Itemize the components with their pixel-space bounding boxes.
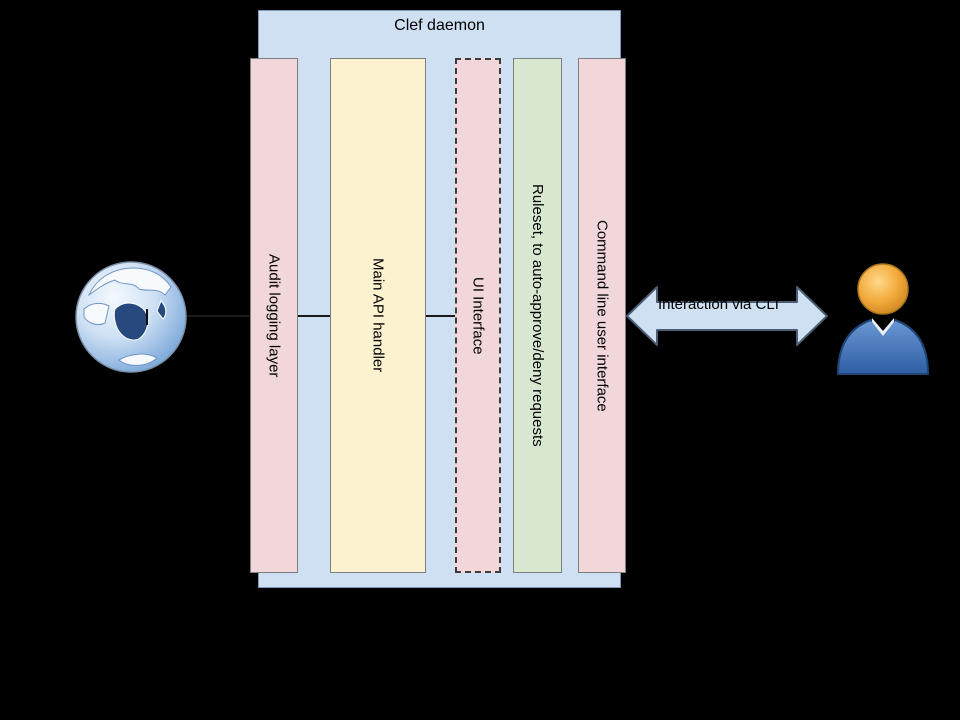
column-audit-logging-layer: Audit logging layer	[250, 58, 298, 573]
column-audit-logging-layer-label: Audit logging layer	[265, 253, 283, 378]
clef-daemon-container	[258, 10, 621, 588]
globe-icon	[73, 259, 189, 375]
column-ui-interface: UI Interface	[455, 58, 501, 573]
column-ui-interface-label: UI Interface	[469, 276, 487, 355]
user-icon	[826, 256, 940, 376]
cli-interaction-arrow	[624, 280, 830, 352]
column-command-line-ui: Command line user interface	[578, 58, 626, 573]
column-ruleset: Ruleset, to auto-approve/deny requests	[513, 58, 562, 573]
column-main-api-handler-label: Main API handler	[369, 258, 387, 373]
arrow-label: Interaction via CLI	[658, 296, 779, 313]
double-arrow-icon	[626, 286, 828, 346]
connector-api-to-ui	[426, 315, 455, 317]
column-command-line-ui-label: Command line user interface	[593, 219, 611, 412]
connector-globe-to-audit	[187, 315, 250, 317]
column-ruleset-label: Ruleset, to auto-approve/deny requests	[529, 184, 546, 447]
connector-audit-to-api	[298, 315, 330, 317]
cursor-mark	[146, 309, 148, 325]
column-main-api-handler: Main API handler	[330, 58, 426, 573]
clef-daemon-title: Clef daemon	[394, 17, 485, 34]
